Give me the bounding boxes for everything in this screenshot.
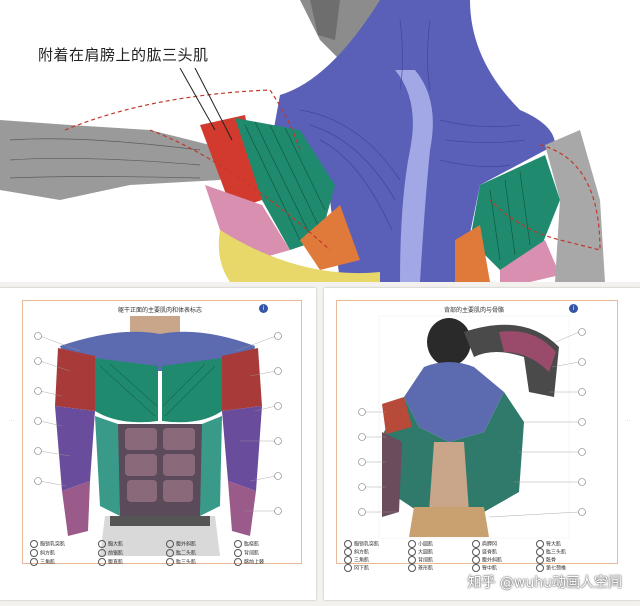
top-illustration: 附着在肩膀上的肱三头肌 [0,0,640,282]
legend-number-icon [98,558,106,566]
legend-number-icon [344,548,352,556]
legend-item: 腹外斜肌 [472,556,502,564]
back-illustration [358,315,586,539]
left-legend: 胸锁乳突肌 斜方肌 三角肌 胸大肌 前锯肌 腹直肌 腹外斜肌 肱二头肌 肱三头肌… [30,540,290,580]
legend-item: 骶骨 [536,556,556,564]
legend-number-icon [472,548,480,556]
legend-item: 腹外斜肌 [166,540,196,548]
legend-number-icon [536,564,544,572]
legend-item: 第七颈椎 [536,564,566,572]
legend-item: 大圆肌 [408,548,433,556]
legend-item: 斜方肌 [30,549,55,557]
info-icon: i [569,304,578,313]
legend-item: 小圆肌 [408,540,433,548]
legend-item: 三角肌 [30,558,55,566]
legend-item: 斜方肌 [344,548,369,556]
legend-item: 肱桡肌 [234,540,259,548]
legend-number-icon [98,549,106,557]
left-book-page: 躯干正面的主要肌肉和体表标志 i ⋮ [0,288,316,600]
legend-number-icon [472,556,480,564]
legend-number-icon [408,540,416,548]
legend-number-icon [166,558,174,566]
right-arm-shape [545,130,605,282]
legend-item: 肱二头肌 [166,549,196,557]
left-page-frame [22,300,302,564]
legend-item: 前锯肌 [98,549,123,557]
legend-number-icon [472,540,480,548]
legend-number-icon [408,548,416,556]
torso-front-illustration [34,316,282,556]
legend-number-icon [30,558,38,566]
legend-number-icon [166,540,174,548]
legend-number-icon [408,556,416,564]
legend-number-icon [234,540,242,548]
legend-item: 背阔肌 [408,556,433,564]
legend-item: 肱三头肌 [166,558,196,566]
legend-number-icon [30,540,38,548]
deltoid-right-shape [470,155,560,270]
legend-number-icon [30,549,38,557]
left-page-title: 躯干正面的主要肌肉和体表标志 [117,307,202,314]
legend-item: 髂前上棘 [234,558,264,566]
legend-number-icon [472,564,480,572]
legend-number-icon [234,558,242,566]
triceps-caption: 附着在肩膀上的肱三头肌 [38,46,209,64]
shoulder-muscle-illustration [0,0,640,282]
legend-number-icon [234,549,242,557]
legend-item: 冈下肌 [344,564,369,572]
legend-item: 竖脊肌 [472,548,497,556]
legend-item: 胸锁乳突肌 [344,540,379,548]
legend-item: 腹直肌 [98,558,123,566]
legend-item: 菱形肌 [408,564,433,572]
legend-item: 胸大肌 [98,540,123,548]
legend-number-icon [344,564,352,572]
legend-item: 肱三头肌 [536,548,566,556]
legend-item: 三角肌 [344,556,369,564]
legend-number-icon [98,540,106,548]
legend-item: 臀中肌 [472,564,497,572]
legend-number-icon [166,549,174,557]
legend-number-icon [344,540,352,548]
right-book-page: 背部的主要肌肉与骨骼 i ⋮ [324,288,640,600]
legend-item: 肩胛冈 [472,540,497,548]
legend-item: 背阔肌 [234,549,259,557]
legend-number-icon [536,556,544,564]
legend-item: 胸锁乳突肌 [30,540,65,548]
left-side-label: ⋮ [8,418,14,423]
watermark: 知乎 @wuhu动画人空间 [467,575,622,591]
legend-item: 臀大肌 [536,540,561,548]
legend-number-icon [344,556,352,564]
right-side-label: ⋮ [624,418,630,423]
legend-number-icon [408,564,416,572]
right-legend: 胸锁乳突肌 斜方肌 三角肌 冈下肌 小圆肌 大圆肌 背阔肌 菱形肌 肩胛冈 竖脊… [344,540,620,584]
legend-number-icon [536,540,544,548]
legend-number-icon [536,548,544,556]
right-page-title: 背部的主要肌肉与骨骼 [443,307,504,314]
info-icon: i [259,304,268,313]
